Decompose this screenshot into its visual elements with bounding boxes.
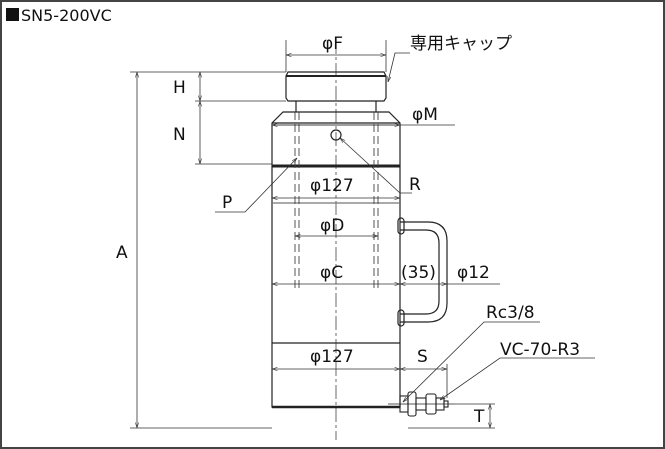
drawing-title: SN5-200VC (21, 6, 112, 25)
label-r: R (409, 175, 421, 195)
label-phi-m: φM (412, 105, 438, 125)
coupler-fitting (388, 391, 455, 417)
body (271, 166, 401, 409)
label-35: (35) (401, 263, 436, 283)
label-t: T (473, 407, 485, 427)
label-phi-127-top: φ127 (310, 176, 354, 196)
label-n: N (173, 125, 186, 145)
label-rc3-8: Rc3/8 (486, 303, 535, 323)
label-p: P (222, 193, 232, 213)
label-h: H (173, 78, 186, 98)
label-a: A (116, 243, 128, 263)
label-phi-d: φD (320, 216, 344, 236)
label-dedicated-cap: 専用キャップ (410, 34, 512, 54)
title-square-icon (6, 8, 19, 21)
cap (285, 71, 387, 112)
handle (397, 217, 448, 327)
label-phi-12: φ12 (457, 263, 490, 283)
collar (271, 111, 401, 168)
label-s: S (417, 347, 428, 367)
label-phi-f: φF (322, 34, 343, 54)
dimension-lines (130, 40, 595, 429)
label-vc-70-r3: VC-70-R3 (500, 340, 580, 360)
label-phi-127-bottom: φ127 (310, 347, 354, 367)
label-phi-c: φC (320, 263, 343, 283)
hidden-lines (294, 112, 379, 290)
